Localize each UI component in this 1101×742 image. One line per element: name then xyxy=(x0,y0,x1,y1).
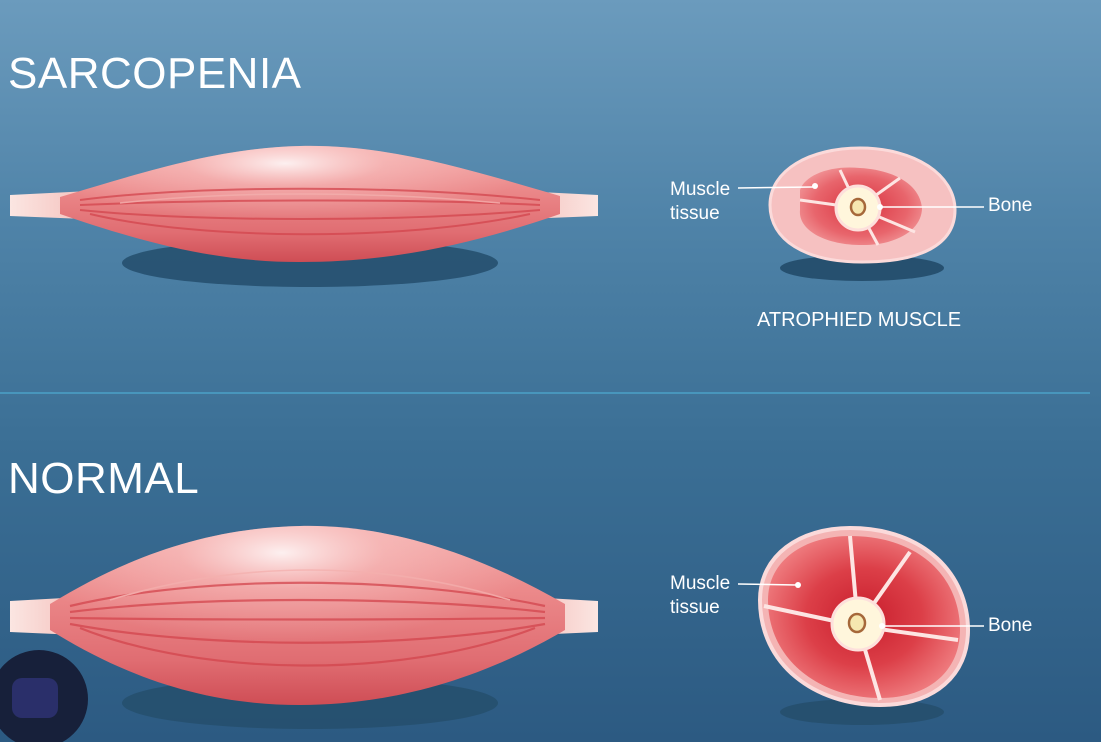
atrophied-bone-marrow xyxy=(849,197,867,217)
normal-cross-section xyxy=(737,525,984,725)
normal-muscle-fibers xyxy=(69,569,546,667)
atrophied-muscle-leader xyxy=(737,186,814,189)
sarcopenia-muscle-shine xyxy=(60,145,560,262)
normal-bone-label: Bone xyxy=(988,615,1033,636)
sarcopenia-muscle xyxy=(10,145,598,287)
sarcopenia-muscle-label-line1: Muscle xyxy=(670,179,731,200)
normal-title: NORMAL xyxy=(8,454,200,503)
normal-muscle xyxy=(10,525,598,729)
atrophied-shadow xyxy=(780,255,944,281)
normal-muscle-dot xyxy=(795,582,801,588)
normal-bone-dot xyxy=(879,623,885,629)
normal-bone-marrow xyxy=(847,612,867,634)
normal-shadow xyxy=(780,699,944,725)
sarcopenia-muscle-label-line2: tissue xyxy=(670,203,720,224)
atrophied-muscle-caption: ATROPHIED MUSCLE xyxy=(757,309,962,331)
atrophied-bone-dot xyxy=(877,204,883,210)
normal-muscle-label-line1: Muscle xyxy=(670,573,731,594)
normal-muscle-leader xyxy=(737,583,797,586)
sarcopenia-bone-label: Bone xyxy=(988,195,1033,216)
normal-muscle-label-line2: tissue xyxy=(670,597,720,618)
section-divider xyxy=(0,392,1090,394)
sarcopenia-title: SARCOPENIA xyxy=(8,49,302,98)
atrophied-cross-section xyxy=(737,146,984,281)
badge-glyph xyxy=(12,678,58,718)
atrophied-muscle-dot xyxy=(812,183,818,189)
sarcopenia-muscle-fibers xyxy=(79,187,541,236)
app-badge-icon[interactable] xyxy=(0,650,88,742)
normal-muscle-shine xyxy=(50,525,565,705)
